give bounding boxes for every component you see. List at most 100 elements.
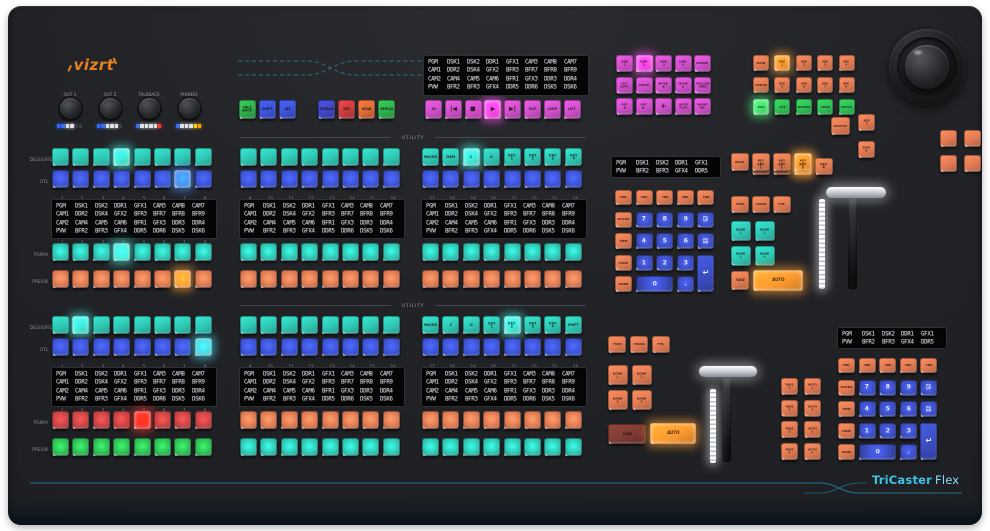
stripe-2-pgm-a-18[interactable] xyxy=(442,411,460,429)
stripe-1-utility-3[interactable] xyxy=(92,170,110,188)
stripe-1-delegate-23[interactable]: KEY 3 xyxy=(544,148,562,166)
upper-keypad-digit-3[interactable]: 3 xyxy=(676,254,694,271)
stripe-2-prev-b-5[interactable] xyxy=(133,438,151,456)
stripe-2-utility-20[interactable] xyxy=(483,338,501,356)
transport-5[interactable]: ▶| xyxy=(504,100,522,119)
upper-keypad-macro[interactable]: MACRO xyxy=(615,211,632,228)
stripe-1-prev-b-13[interactable] xyxy=(321,270,339,288)
transport-6[interactable]: OUT xyxy=(524,100,541,119)
stripe-1-pgm-a-5[interactable] xyxy=(133,243,151,261)
stripe-2-prev-b-9[interactable] xyxy=(240,438,257,456)
lower-take-button[interactable]: TAKE xyxy=(608,424,646,444)
stripe-1-prev-b-2[interactable] xyxy=(72,270,90,288)
upper-take-button[interactable]: TAKE xyxy=(731,271,749,290)
stripe-1-prev-b-11[interactable] xyxy=(280,270,298,288)
stripe-1-delegate-6[interactable] xyxy=(154,148,171,166)
stripe-1-delegate-9[interactable] xyxy=(240,148,257,166)
stripe-2-delegate-21[interactable]: KEY 2 xyxy=(503,316,521,334)
stripe-1-prev-b-17[interactable] xyxy=(422,270,439,288)
stripe-2-delegate-1[interactable] xyxy=(52,316,69,334)
stripe-1-prev-b-18[interactable] xyxy=(442,270,460,288)
me-button-4[interactable]: M/E 3 xyxy=(817,55,834,71)
upper-keypad-home[interactable]: HOME xyxy=(615,276,632,293)
stripe-2-prev-b-1[interactable] xyxy=(52,438,69,456)
stripe-2-prev-b-10[interactable] xyxy=(260,438,278,456)
stripe-1-prev-b-15[interactable] xyxy=(362,270,380,288)
stripe-2-delegate-17[interactable]: MACRO xyxy=(422,316,439,334)
lower-tbar-handle[interactable] xyxy=(699,366,757,377)
stripe-2-delegate-22[interactable]: KEY 3 xyxy=(524,316,541,334)
take-4[interactable]: TAKE 4 xyxy=(781,443,798,461)
stripe-1-utility-9[interactable] xyxy=(240,170,257,188)
stripe-1-delegate-4[interactable] xyxy=(113,148,131,166)
stripe-1-delegate-24[interactable]: KEY 4 xyxy=(564,148,582,166)
me-button-6[interactable]: PREVIZ xyxy=(753,77,769,93)
stripe-1-prev-b-3[interactable] xyxy=(92,270,110,288)
stripe-1-delegate-11[interactable] xyxy=(280,148,298,166)
upper-bus-1[interactable]: BKGD xyxy=(731,153,749,171)
stripe-1-prev-b-21[interactable] xyxy=(503,270,521,288)
stripe-1-delegate-22[interactable]: KEY 2 xyxy=(524,148,541,166)
upper-keypad-digit-5[interactable]: 5 xyxy=(656,233,674,250)
stripe-2-utility-14[interactable] xyxy=(342,338,359,356)
stripe-1-pgm-a-12[interactable] xyxy=(301,243,319,261)
stripe-2-pgm-a-23[interactable] xyxy=(544,411,562,429)
audio-knob-4[interactable] xyxy=(178,98,200,119)
aux-button-4[interactable] xyxy=(964,155,981,172)
stripe-2-delegate-13[interactable] xyxy=(321,316,339,334)
stripe-2-prev-b-11[interactable] xyxy=(280,438,298,456)
stripe-2-prev-b-21[interactable] xyxy=(503,438,521,456)
upper-keypad-mem[interactable]: MEM xyxy=(615,233,632,250)
upper-keypad-digit-0[interactable]: 0 xyxy=(635,276,674,293)
stripe-2-delegate-20[interactable]: KEY 1 xyxy=(483,316,501,334)
transport-4[interactable]: ▶ xyxy=(484,100,502,119)
stripe-1-pgm-a-1[interactable] xyxy=(52,243,69,261)
stripe-1-delegate-15[interactable] xyxy=(362,148,380,166)
stripe-2-utility-18[interactable] xyxy=(442,338,460,356)
stripe-1-pgm-a-6[interactable] xyxy=(154,243,171,261)
stripe-2-prev-b-18[interactable] xyxy=(442,438,460,456)
stripe-1-delegate-13[interactable] xyxy=(321,148,339,166)
transport-8[interactable]: LIST xyxy=(563,100,581,119)
ddr-button-6[interactable]: CUT COPY xyxy=(616,76,633,94)
stripe-1-utility-12[interactable] xyxy=(301,170,319,188)
stripe-1-prev-b-6[interactable] xyxy=(154,270,171,288)
stripe-2-pgm-a-21[interactable] xyxy=(503,411,521,429)
stripe-2-delegate-12[interactable] xyxy=(301,316,319,334)
upper-keypad-dot[interactable]: . xyxy=(676,276,694,293)
stripe-2-prev-b-19[interactable] xyxy=(462,438,480,456)
stripe-2-pgm-a-20[interactable] xyxy=(483,411,501,429)
stripe-2-delegate-5[interactable] xyxy=(133,316,151,334)
stripe-2-prev-b-3[interactable] xyxy=(92,438,110,456)
stripe-2-prev-b-12[interactable] xyxy=(301,438,319,456)
lower-keypad-comp[interactable]: COMP xyxy=(838,422,855,439)
stripe-1-prev-b-23[interactable] xyxy=(544,270,562,288)
stripe-2-prev-b-23[interactable] xyxy=(544,438,562,456)
lower-keypad-digit-6[interactable]: 6 xyxy=(899,401,917,418)
top-button-replay[interactable]: REPLAY xyxy=(378,100,395,119)
upper-bank-4[interactable]: BANK 4 xyxy=(755,245,775,266)
stripe-1-delegate-20[interactable]: D xyxy=(483,148,501,166)
stripe-1-delegate-17[interactable]: MACRO xyxy=(422,148,439,166)
stripe-2-pgm-a-14[interactable] xyxy=(342,411,359,429)
stripe-2-delegate-23[interactable]: KEY 4 xyxy=(544,316,562,334)
stripe-1-pgm-a-8[interactable] xyxy=(194,243,212,261)
stripe-2-prev-b-20[interactable] xyxy=(483,438,501,456)
shuttle-button[interactable]: SHUTTLE xyxy=(831,117,850,135)
upper-fade[interactable]: FADE xyxy=(731,196,749,213)
stripe-1-utility-6[interactable] xyxy=(154,170,171,188)
ddr-button-4[interactable]: DDR 4 xyxy=(674,55,692,72)
stripe-2-pgm-a-13[interactable] xyxy=(321,411,339,429)
stripe-1-delegate-3[interactable] xyxy=(92,148,110,166)
stripe-1-delegate-1[interactable] xyxy=(52,148,69,166)
stripe-1-utility-18[interactable] xyxy=(442,170,460,188)
stripe-1-delegate-21[interactable]: KEY 1 xyxy=(503,148,521,166)
stripe-1-delegate-5[interactable] xyxy=(133,148,151,166)
stripe-1-utility-22[interactable] xyxy=(524,170,541,188)
stripe-2-prev-b-2[interactable] xyxy=(72,438,90,456)
stripe-2-utility-1[interactable] xyxy=(52,338,69,356)
upper-keypad-enter[interactable]: ↵ xyxy=(697,254,715,293)
lower-keypad-digit-4[interactable]: 4 xyxy=(858,401,876,418)
lower-keypad-mem[interactable]: MEM xyxy=(838,401,855,418)
stripe-1-prev-b-12[interactable] xyxy=(301,270,319,288)
